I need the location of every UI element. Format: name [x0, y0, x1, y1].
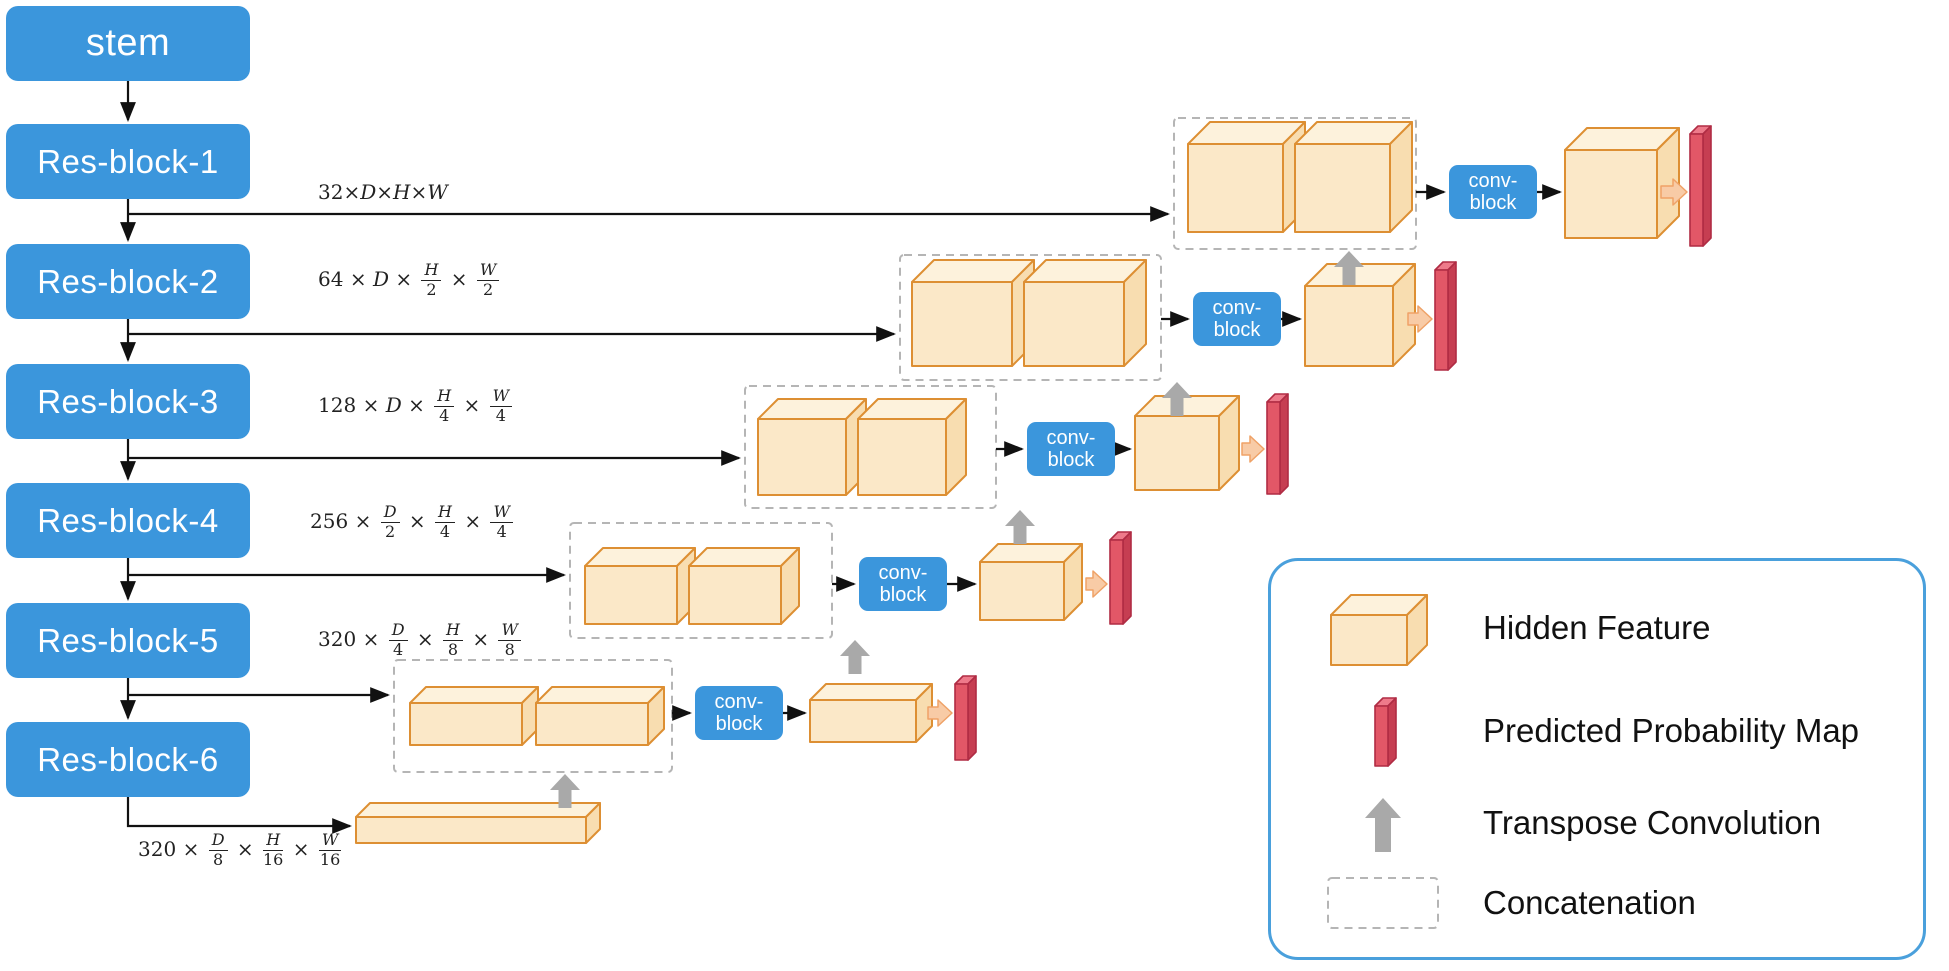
- probability-arrow: [1085, 570, 1108, 598]
- conv-block-5: conv- block: [695, 686, 783, 740]
- concatenation-box: [393, 659, 673, 773]
- legend-item-hidden-feature: Hidden Feature: [1283, 583, 1911, 673]
- concatenation-box: [899, 254, 1162, 381]
- legend-icon-cell: [1283, 788, 1483, 858]
- conv-block-1: conv- block: [1449, 165, 1537, 219]
- hidden-feature-cube: [1134, 395, 1240, 491]
- legend-item-probability-map: Predicted Probability Map: [1283, 686, 1911, 776]
- concatenation-box: [1173, 117, 1417, 250]
- hidden-feature-cube: [979, 543, 1083, 621]
- hidden-feature-icon: [1330, 594, 1428, 667]
- hidden-feature-cube: [857, 398, 967, 496]
- transpose-convolution-arrow: [1162, 382, 1192, 416]
- probability-arrow: [1241, 435, 1265, 463]
- conv-block-2: conv- block: [1193, 292, 1281, 346]
- probability-map: [954, 675, 977, 761]
- conv-block-label-line1: conv-: [1212, 296, 1262, 319]
- conv-block-label-line1: conv-: [878, 561, 928, 584]
- hidden-feature-cube: [1304, 263, 1416, 367]
- hidden-feature-cube: [757, 398, 867, 496]
- hidden-feature-cube: [688, 547, 800, 625]
- res-block-6: Res-block-6: [6, 722, 250, 797]
- conv-block-3: conv- block: [1027, 422, 1115, 476]
- conv-block-label-line2: block: [1213, 319, 1261, 341]
- probability-map-glyph: [1374, 696, 1397, 767]
- res-block-2: Res-block-2: [6, 244, 250, 319]
- hidden-feature-cube: [1564, 127, 1680, 239]
- probability-arrow: [1660, 178, 1688, 206]
- conv-block-label-line1: conv-: [714, 690, 764, 713]
- hidden-feature-cube: [1187, 121, 1306, 233]
- probability-map: [1109, 531, 1132, 625]
- probability-arrow: [1407, 305, 1433, 333]
- concatenation-icon: [1327, 876, 1439, 929]
- probability-map: [1689, 125, 1712, 247]
- transpose-convolution-icon: [1365, 798, 1401, 853]
- probability-map-icon: [1374, 696, 1397, 767]
- skip-label-1: 32×D×H×W: [318, 180, 448, 204]
- hidden-feature-cube: [911, 259, 1035, 367]
- conv-block-label-line2: block: [1469, 192, 1517, 214]
- conv-block-label-line2: block: [715, 713, 763, 735]
- legend: Hidden Feature Predicted Probability Map…: [1268, 558, 1926, 960]
- probability-arrow: [927, 699, 953, 727]
- hidden-feature-cube: [1294, 121, 1413, 233]
- conv-block-label-line1: conv-: [1468, 169, 1518, 192]
- hidden-feature-cube: [809, 683, 933, 743]
- legend-icon-cell: [1283, 871, 1483, 935]
- legend-label: Hidden Feature: [1483, 609, 1711, 647]
- transpose-convolution-arrow: [1005, 510, 1035, 544]
- hidden-feature-cube: [409, 686, 539, 746]
- res-block-5: Res-block-5: [6, 603, 250, 678]
- hidden-feature-cube-glyph: [1330, 594, 1428, 667]
- transpose-convolution-arrow: [840, 640, 870, 674]
- legend-label: Concatenation: [1483, 883, 1696, 921]
- conv-block-label-line2: block: [879, 584, 927, 606]
- conv-block-label-line2: block: [1047, 449, 1095, 471]
- transpose-convolution-arrow: [1365, 798, 1401, 853]
- legend-label: Predicted Probability Map: [1483, 711, 1860, 749]
- legend-item-transpose-convolution: Transpose Convolution: [1283, 788, 1911, 858]
- transpose-convolution-arrow: [1334, 251, 1364, 285]
- legend-icon-cell: [1283, 583, 1483, 673]
- concatenation-box: [569, 522, 833, 639]
- res-block-4: Res-block-4: [6, 483, 250, 558]
- legend-item-concatenation: Concatenation: [1283, 871, 1911, 935]
- legend-label: Transpose Convolution: [1483, 804, 1822, 842]
- concatenation-box: [744, 385, 997, 509]
- res-block-1: Res-block-1: [6, 124, 250, 199]
- stem-block: stem: [6, 6, 250, 81]
- hidden-feature-bar: [355, 802, 601, 844]
- hidden-feature-cube: [584, 547, 696, 625]
- concatenation-box-glyph: [1327, 876, 1439, 929]
- legend-icon-cell: [1283, 686, 1483, 776]
- res-block-3: Res-block-3: [6, 364, 250, 439]
- hidden-feature-cube: [1023, 259, 1147, 367]
- probability-map: [1434, 261, 1457, 371]
- conv-block-4: conv- block: [859, 557, 947, 611]
- probability-map: [1266, 393, 1289, 495]
- flow-arrow: [126, 797, 352, 834]
- conv-block-label-line1: conv-: [1046, 426, 1096, 449]
- transpose-convolution-arrow: [550, 774, 580, 808]
- hidden-feature-cube: [535, 686, 665, 746]
